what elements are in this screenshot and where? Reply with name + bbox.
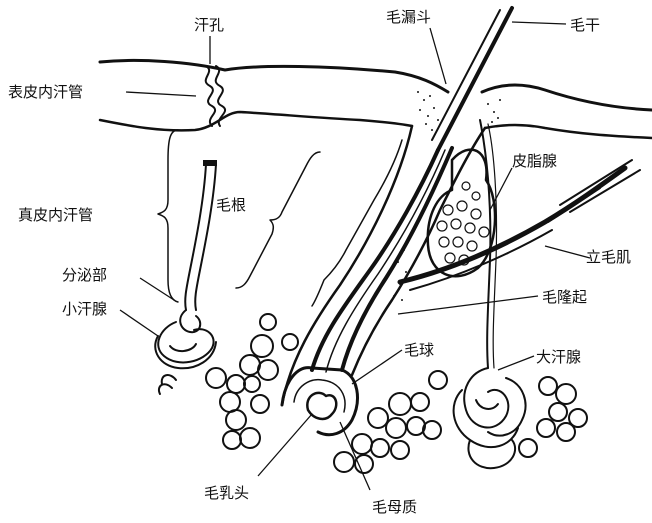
label-hair-funnel: 毛漏斗	[386, 8, 431, 26]
hair-root-middle	[326, 150, 445, 372]
epidermis-lower-border-right	[485, 125, 652, 138]
sweat-duct-epidermal	[206, 66, 215, 126]
bracket-dermal-duct	[158, 130, 178, 302]
label-large-sweat-gland: 大汗腺	[536, 348, 581, 366]
apocrine-duct	[480, 120, 490, 368]
apocrine-gland-coils	[454, 368, 526, 468]
hair-root-core-right	[342, 148, 452, 370]
hair-bulb-outline	[282, 368, 357, 435]
hair-root-core-left	[312, 150, 438, 370]
label-secretory-part: 分泌部	[62, 266, 107, 284]
label-hair-bulge: 毛隆起	[542, 288, 587, 306]
label-sweat-pore: 汗孔	[194, 16, 224, 34]
label-hair-shaft: 毛干	[570, 16, 600, 34]
leader-lines	[120, 22, 590, 490]
skin-surface-line	[100, 60, 448, 92]
label-small-sweat-gland: 小汗腺	[62, 300, 107, 318]
hair-shaft	[438, 8, 512, 150]
label-sebaceous-gland: 皮脂腺	[512, 152, 557, 170]
label-epidermal-sweat-duct: 表皮内汗管	[8, 83, 83, 101]
epidermis-lower-border	[100, 112, 412, 130]
sweat-duct-dermal-right	[195, 164, 216, 310]
label-hair-root: 毛根	[216, 196, 246, 214]
sweat-duct-cap	[203, 160, 217, 166]
label-hair-matrix: 毛母质	[372, 498, 417, 516]
label-hair-bulb: 毛球	[404, 341, 434, 359]
label-arrector-pili: 立毛肌	[586, 248, 631, 266]
label-hair-papilla: 毛乳头	[204, 484, 249, 502]
follicle-outer-right	[352, 128, 485, 375]
skin-surface-line-right	[482, 85, 652, 110]
bracket-hair-root	[236, 152, 320, 288]
hair-shaft-inner	[432, 10, 500, 140]
label-dermal-sweat-duct: 真皮内汗管	[18, 206, 93, 224]
eccrine-gland-coils	[155, 310, 216, 368]
bracket-follicle-left	[312, 140, 402, 306]
